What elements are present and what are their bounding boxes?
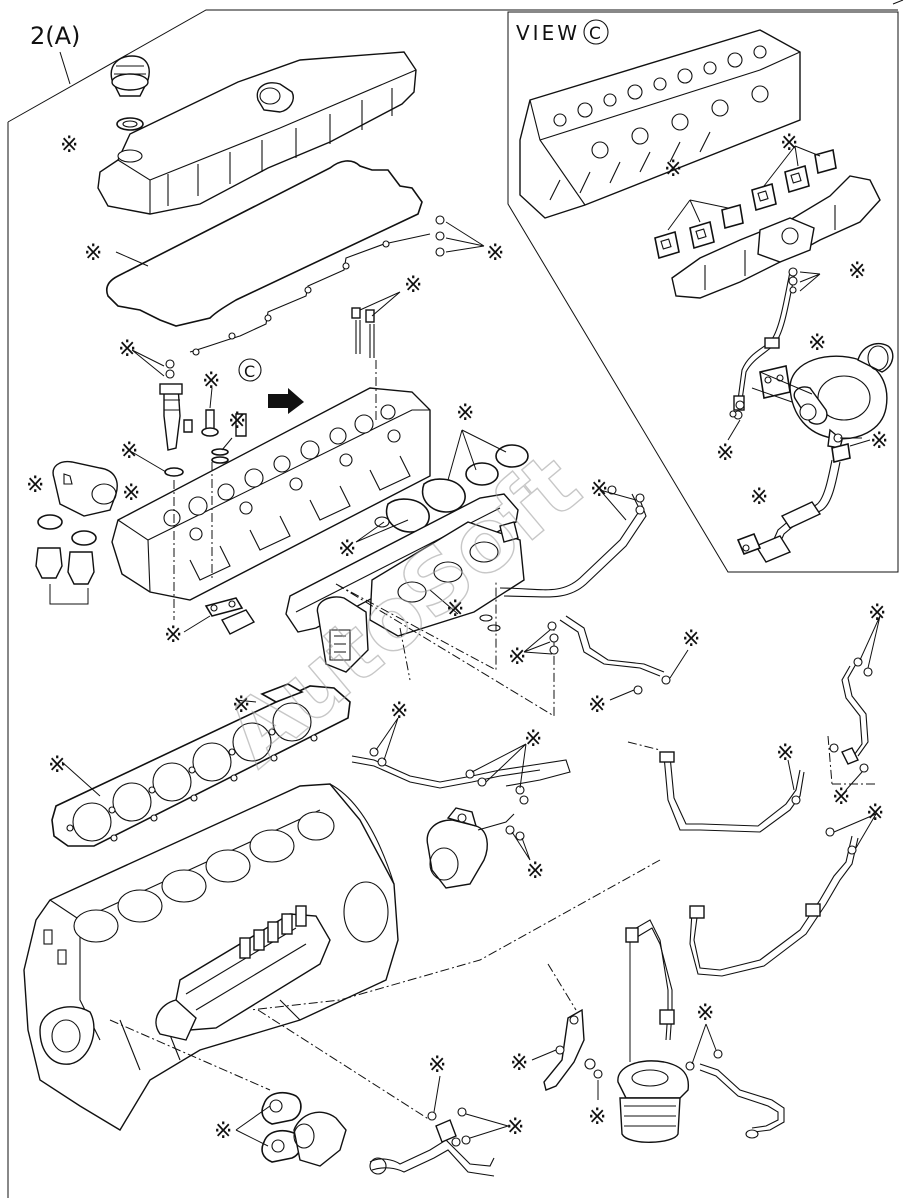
oil-filler-cap bbox=[110, 55, 150, 131]
kit-mark-12: ※ bbox=[338, 537, 356, 562]
egr-pipe bbox=[351, 755, 571, 787]
kit-mark-9: ※ bbox=[228, 409, 246, 434]
turbocharger bbox=[759, 342, 894, 449]
oil-pipe-f bbox=[369, 1139, 495, 1167]
kit-mark-1: ※ bbox=[60, 133, 78, 158]
kit-mark-23: ※ bbox=[526, 859, 544, 884]
cylinder-head-gasket bbox=[51, 683, 351, 847]
studs bbox=[351, 307, 375, 358]
oil-filter bbox=[617, 1060, 690, 1143]
oil-pipe-b bbox=[841, 665, 863, 759]
exhaust-gaskets bbox=[654, 145, 837, 260]
kit-mark-34: ※ bbox=[866, 801, 884, 826]
kit-mark-28: ※ bbox=[716, 441, 734, 466]
view-c-marker-text: C bbox=[244, 362, 255, 381]
leak-off-pipe bbox=[189, 233, 431, 353]
kit-mark-24: ※ bbox=[664, 157, 682, 182]
kit-mark-35: ※ bbox=[696, 1001, 714, 1026]
kit-mark-39: ※ bbox=[506, 1115, 524, 1140]
oil-pipe-e bbox=[699, 1063, 785, 1133]
exhaust-manifold bbox=[671, 175, 881, 299]
oil-return-gasket bbox=[831, 443, 851, 463]
kit-mark-37: ※ bbox=[588, 1105, 606, 1130]
kit-mark-31: ※ bbox=[868, 601, 886, 626]
rocker-cover-gasket bbox=[105, 160, 423, 327]
kit-mark-29: ※ bbox=[870, 429, 888, 454]
rocker-cover bbox=[97, 51, 417, 215]
kit-mark-19: ※ bbox=[232, 693, 250, 718]
kit-mark-13: ※ bbox=[590, 477, 608, 502]
kit-mark-33: ※ bbox=[832, 785, 850, 810]
kit-mark-27: ※ bbox=[808, 331, 826, 356]
kit-mark-3: ※ bbox=[486, 241, 504, 266]
kit-mark-10: ※ bbox=[26, 473, 44, 498]
kit-mark-17: ※ bbox=[682, 627, 700, 652]
small-seal bbox=[374, 516, 390, 528]
injector-clamp-bolt bbox=[201, 409, 219, 437]
kit-mark-30: ※ bbox=[750, 485, 768, 510]
kit-mark-16: ※ bbox=[508, 645, 526, 670]
kit-mark-32: ※ bbox=[776, 741, 794, 766]
kit-mark-2: ※ bbox=[84, 241, 102, 266]
kit-mark-26: ※ bbox=[848, 259, 866, 284]
kit-mark-15: ※ bbox=[164, 623, 182, 648]
thermostat-seal-2 bbox=[71, 530, 97, 546]
kit-mark-14: ※ bbox=[446, 597, 464, 622]
thermostat-housing bbox=[52, 460, 118, 517]
view-c-inset: VIEW C bbox=[507, 11, 899, 573]
water-outlet bbox=[220, 609, 256, 635]
flange-gasket-2 bbox=[385, 498, 430, 533]
turbo-oil-return-pipe bbox=[769, 459, 833, 549]
kit-mark-7: ※ bbox=[456, 401, 474, 426]
o-ring-2 bbox=[465, 462, 499, 486]
kit-mark-20: ※ bbox=[48, 753, 66, 778]
egr-valve bbox=[426, 807, 488, 889]
kit-mark-25: ※ bbox=[780, 131, 798, 156]
cylinder-head-view-c bbox=[519, 29, 801, 219]
fuel-injector bbox=[159, 359, 193, 477]
kit-mark-36: ※ bbox=[510, 1051, 528, 1076]
view-direction-arrow bbox=[268, 388, 304, 414]
cylinder-head bbox=[111, 387, 431, 601]
thermostat-seal-1 bbox=[37, 514, 63, 530]
assembly-leader bbox=[59, 51, 71, 85]
kit-mark-22: ※ bbox=[524, 727, 542, 752]
kit-mark-8: ※ bbox=[120, 439, 138, 464]
oil-pipe-d bbox=[693, 835, 853, 971]
kit-mark-21: ※ bbox=[390, 699, 408, 724]
oil-pipe-a bbox=[559, 619, 661, 677]
kit-mark-5: ※ bbox=[118, 337, 136, 362]
injection-pump bbox=[155, 905, 331, 1041]
flange-gasket-1 bbox=[421, 478, 466, 513]
assembly-label: 2(A) bbox=[30, 22, 80, 50]
view-letter: C bbox=[589, 24, 601, 44]
kit-mark-18: ※ bbox=[588, 693, 606, 718]
kit-mark-38: ※ bbox=[428, 1053, 446, 1078]
intake-manifold bbox=[285, 493, 525, 673]
corner-mark bbox=[892, 0, 904, 5]
view-c-marker bbox=[238, 358, 262, 382]
cylinder-block bbox=[23, 783, 399, 1131]
kit-mark-4: ※ bbox=[404, 273, 422, 298]
egr-cooler-pipe bbox=[499, 493, 641, 591]
view-label: VIEW bbox=[516, 21, 580, 45]
kit-marks: ※ ※ ※ ※ ※ ※ ※ ※ ※ ※ ※ ※ ※ ※ ※ ※ ※ ※ ※ ※ … bbox=[26, 131, 888, 1144]
kit-mark-40: ※ bbox=[214, 1119, 232, 1144]
kit-mark-6: ※ bbox=[202, 369, 220, 394]
thermostats bbox=[35, 547, 95, 585]
water-pipe bbox=[293, 1111, 347, 1167]
frame-top bbox=[7, 9, 898, 123]
kit-mark-11: ※ bbox=[122, 481, 140, 506]
sleeve-and-washer bbox=[211, 413, 247, 464]
